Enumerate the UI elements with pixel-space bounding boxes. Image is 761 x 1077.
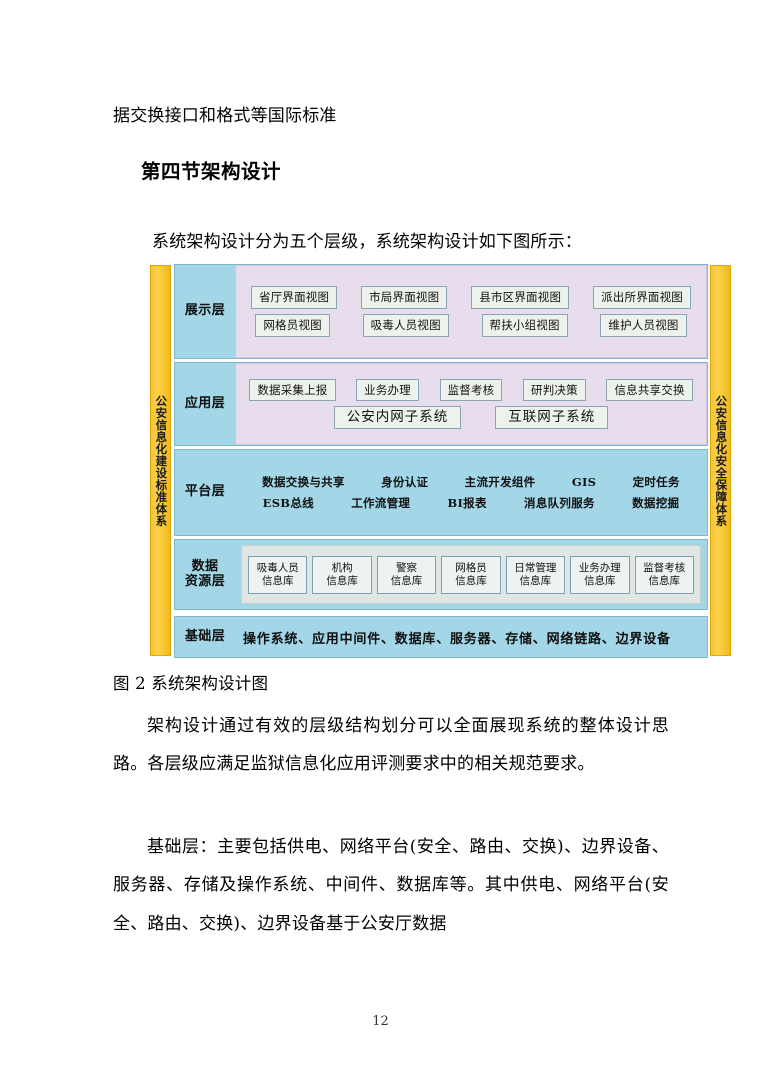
layer-application-label: 应用层	[184, 395, 226, 411]
body-paragraph-1-text: 架构设计通过有效的层级结构划分可以全面展现系统的整体设计思路。各层级应满足监狱信…	[113, 716, 669, 775]
db-organization-info: 机构信息库	[312, 556, 372, 594]
chip-city-view: 市局界面视图	[361, 286, 448, 309]
db-supervision-assessment-info: 监督考核信息库	[634, 556, 694, 594]
standards-system-bar: 公安信息化建设标准体系	[150, 265, 171, 656]
layer-presentation-label: 展示层	[184, 303, 226, 319]
chip-data-collection: 数据采集上报	[249, 378, 336, 402]
layer-data-resource-body: 吸毒人员信息库 机构信息库 警察信息库 网格员信息库 日常管理信息库 业务办理信…	[235, 540, 707, 609]
standards-system-label: 公安信息化建设标准体系	[154, 394, 169, 527]
layer-data-resource: 数据资源层 吸毒人员信息库 机构信息库 警察信息库 网格员信息库 日常管理信息库…	[174, 539, 708, 611]
chip-support-group-view: 帮扶小组视图	[481, 313, 568, 337]
chip-province-view: 省厅界面视图	[250, 286, 338, 309]
layer-infrastructure: 基础层 操作系统、应用中间件、数据库、服务器、存储、网络链路、边界设备	[174, 616, 708, 658]
layer-stack: 展示层 省厅界面视图 市局界面视图 县市区界面视图 派出所界面视图 网格员视图 …	[171, 262, 710, 658]
platform-esb: ESB总线	[262, 496, 314, 511]
application-row-1: 数据采集上报 业务办理 监督考核 研判决策 信息共享交换	[242, 378, 700, 402]
chip-police-station-view: 派出所界面视图	[593, 286, 691, 309]
platform-scheduled-tasks: 定时任务	[632, 475, 680, 490]
platform-identity-auth: 身份认证	[381, 475, 429, 490]
chip-maintenance-view: 维护人员视图	[600, 313, 687, 337]
platform-dev-components: 主流开发组件	[464, 475, 536, 490]
security-guarantee-bar: 公安信息化安全保障体系	[710, 265, 731, 656]
db-grid-staff-info: 网格员信息库	[441, 556, 501, 594]
platform-gis: GIS	[571, 475, 597, 490]
architecture-diagram: 公安信息化建设标准体系 展示层 省厅界面视图 市局界面视图 县市区界面视图 派出…	[150, 262, 731, 658]
layer-infrastructure-label: 基础层	[184, 628, 226, 644]
presentation-row-2: 网格员视图 吸毒人员视图 帮扶小组视图 维护人员视图	[242, 313, 700, 337]
layer-application: 应用层 数据采集上报 业务办理 监督考核 研判决策 信息共享交换 公安内网子系统…	[174, 361, 708, 447]
chip-intranet-subsystem: 公安内网子系统	[333, 406, 462, 430]
platform-row-1: 数据交换与共享 身份认证 主流开发组件 GIS 定时任务	[241, 474, 701, 490]
chip-analysis-decision: 研判决策	[523, 378, 586, 402]
db-drug-user-info: 吸毒人员信息库	[248, 556, 308, 594]
platform-bi-report: BI报表	[447, 496, 487, 511]
infrastructure-content: 操作系统、应用中间件、数据库、服务器、存储、网络链路、边界设备	[243, 631, 671, 647]
application-row-2: 公安内网子系统 互联网子系统	[242, 406, 700, 430]
layer-platform-label: 平台层	[184, 484, 226, 500]
security-guarantee-label: 公安信息化安全保障体系	[714, 394, 729, 527]
platform-data-mining: 数据挖掘	[632, 496, 680, 511]
running-text-line: 据交换接口和格式等国际标准	[113, 106, 337, 126]
section-heading: 第四节架构设计	[141, 160, 282, 183]
layer-data-resource-label: 数据资源层	[184, 558, 226, 589]
platform-row-2: ESB总线 工作流管理 BI报表 消息队列服务 数据挖掘	[241, 495, 701, 511]
layer-application-body: 数据采集上报 业务办理 监督考核 研判决策 信息共享交换 公安内网子系统 互联网…	[235, 362, 707, 446]
presentation-row-1: 省厅界面视图 市局界面视图 县市区界面视图 派出所界面视图	[242, 286, 700, 309]
body-paragraph-2: 基础层：主要包括供电、网络平台(安全、路由、交换)、边界设备、服务器、存储及操作…	[113, 828, 669, 943]
platform-workflow: 工作流管理	[351, 496, 411, 511]
page-number: 12	[372, 1014, 389, 1029]
layer-presentation: 展示层 省厅界面视图 市局界面视图 县市区界面视图 派出所界面视图 网格员视图 …	[174, 264, 708, 359]
platform-data-exchange: 数据交换与共享	[262, 475, 345, 490]
body-paragraph-2-text: 基础层：主要包括供电、网络平台(安全、路由、交换)、边界设备、服务器、存储及操作…	[113, 837, 669, 934]
chip-internet-subsystem: 互联网子系统	[495, 406, 609, 430]
chip-business-handling: 业务办理	[356, 378, 419, 402]
intro-paragraph: 系统架构设计分为五个层级，系统架构设计如下图所示：	[152, 232, 582, 252]
layer-platform: 平台层 数据交换与共享 身份认证 主流开发组件 GIS 定时任务 ESB总线 工…	[174, 449, 708, 537]
body-paragraph-1: 架构设计通过有效的层级结构划分可以全面展现系统的整体设计思路。各层级应满足监狱信…	[113, 707, 669, 784]
layer-platform-body: 数据交换与共享 身份认证 主流开发组件 GIS 定时任务 ESB总线 工作流管理…	[235, 450, 707, 535]
db-police-info: 警察信息库	[376, 556, 437, 594]
database-panel: 吸毒人员信息库 机构信息库 警察信息库 网格员信息库 日常管理信息库 业务办理信…	[241, 545, 701, 605]
layer-presentation-body: 省厅界面视图 市局界面视图 县市区界面视图 派出所界面视图 网格员视图 吸毒人员…	[235, 265, 707, 358]
chip-info-sharing: 信息共享交换	[606, 378, 693, 402]
db-business-handling-info: 业务办理信息库	[570, 556, 630, 594]
figure-caption: 图 2 系统架构设计图	[113, 674, 269, 693]
chip-drug-user-view: 吸毒人员视图	[362, 313, 449, 337]
chip-county-view: 县市区界面视图	[471, 286, 570, 309]
db-daily-management-info: 日常管理信息库	[505, 556, 566, 594]
chip-supervision-assessment: 监督考核	[439, 378, 503, 402]
chip-grid-staff-view: 网格员视图	[255, 313, 330, 337]
platform-message-queue: 消息队列服务	[524, 496, 595, 511]
